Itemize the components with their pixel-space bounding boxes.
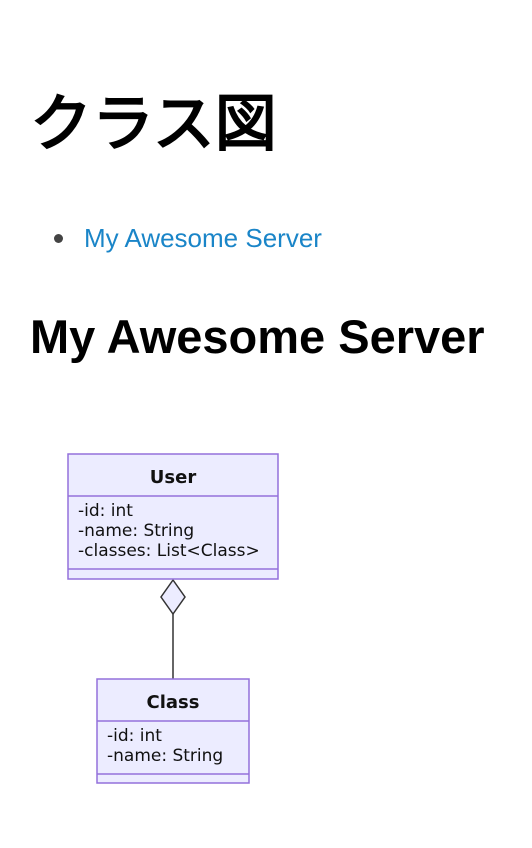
class-attribute-user-classes: -classes: List<Class> [78,541,260,561]
section-title: My Awesome Server [30,310,485,363]
class-attribute-user-name: -name: String [78,521,194,541]
table-of-contents: My Awesome Server [30,220,322,256]
class-attribute-class-id: -id: int [107,726,162,746]
class-box-user-frame [67,453,279,580]
page-title: クラス図 [30,87,277,160]
class-box-class[interactable]: Class -id: int -name: String [96,678,250,784]
class-name-user: User [150,467,197,488]
toc-link-my-awesome-server[interactable]: My Awesome Server [84,223,322,253]
toc-item: My Awesome Server [30,220,322,256]
class-box-class-frame [96,678,250,784]
aggregation-diamond-icon [160,578,186,616]
class-box-user[interactable]: User -id: int -name: String -classes: Li… [67,453,279,580]
class-attribute-user-id: -id: int [78,501,133,521]
class-name-class: Class [147,692,200,713]
bullet-icon [54,234,63,243]
class-attribute-class-name: -name: String [107,746,223,766]
